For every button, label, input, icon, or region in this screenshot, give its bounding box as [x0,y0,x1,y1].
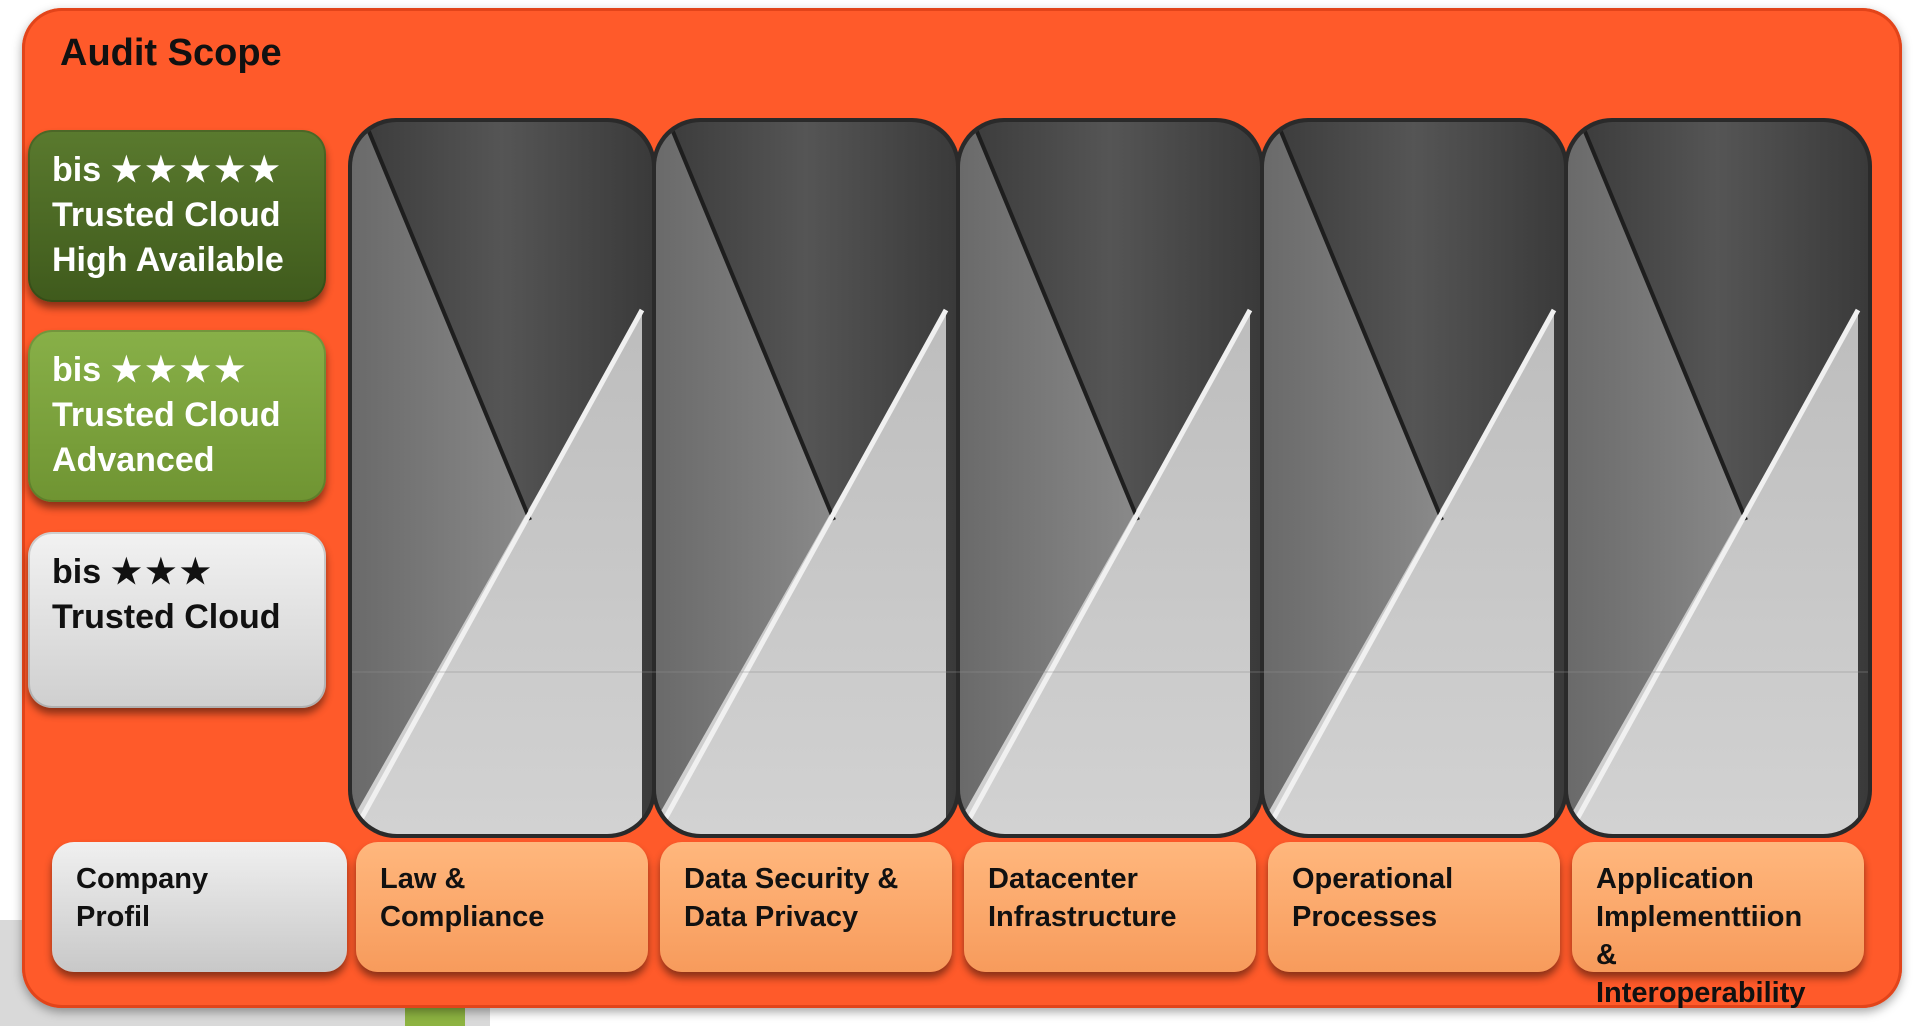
five-stars-icon: ★★★★★ [111,151,284,189]
column-security [652,118,960,838]
category-data-security: Data Security & Data Privacy [660,842,952,972]
category-label-line: Infrastructure [988,901,1177,933]
category-application: Application Implementtiion & Interoperab… [1572,842,1864,1009]
three-stars-icon: ★★★ [111,553,215,591]
category-label-line: Application [1596,863,1754,895]
level-prefix: bis [52,151,102,189]
category-label-line: Implementtiion [1596,901,1803,933]
level-three-stars: bis★★★ Trusted Cloud [28,532,326,708]
category-operational: Operational Processes [1268,842,1560,972]
level-label-line: Trusted Cloud [52,598,281,636]
category-label-line: Data Privacy [684,901,859,933]
level-label-line: Advanced [52,441,215,479]
category-label-line: Operational [1292,863,1454,895]
level-label-line: Trusted Cloud [52,396,281,434]
category-label-line: Company [76,863,209,895]
level-label-line: High Available [52,241,284,279]
category-label-line: & [1596,939,1617,971]
category-label-line: Datacenter [988,863,1138,895]
category-datacenter: Datacenter Infrastructure [964,842,1256,972]
level-prefix: bis [52,351,102,389]
page-title: Audit Scope [60,32,282,74]
four-stars-icon: ★★★★ [111,351,250,389]
level-label-line: Trusted Cloud [52,196,281,234]
column-datacenter [956,118,1264,838]
category-law-compliance: Law & Compliance [356,842,648,972]
level-four-stars: bis★★★★ Trusted Cloud Advanced [28,330,326,502]
column-operations [1260,118,1568,838]
column-law [348,118,656,838]
category-label-line: Processes [1292,901,1438,933]
category-label-line: Profil [76,901,151,933]
level-five-stars: bis★★★★★ Trusted Cloud High Available [28,130,326,302]
category-label-line: Data Security & [684,863,899,895]
category-label-line: Interoperability [1596,977,1806,1009]
column-application [1564,118,1872,838]
category-label-line: Compliance [380,901,545,933]
level-prefix: bis [52,553,102,591]
category-company-profil: Company Profil [52,842,347,972]
category-label-line: Law & [380,863,466,895]
